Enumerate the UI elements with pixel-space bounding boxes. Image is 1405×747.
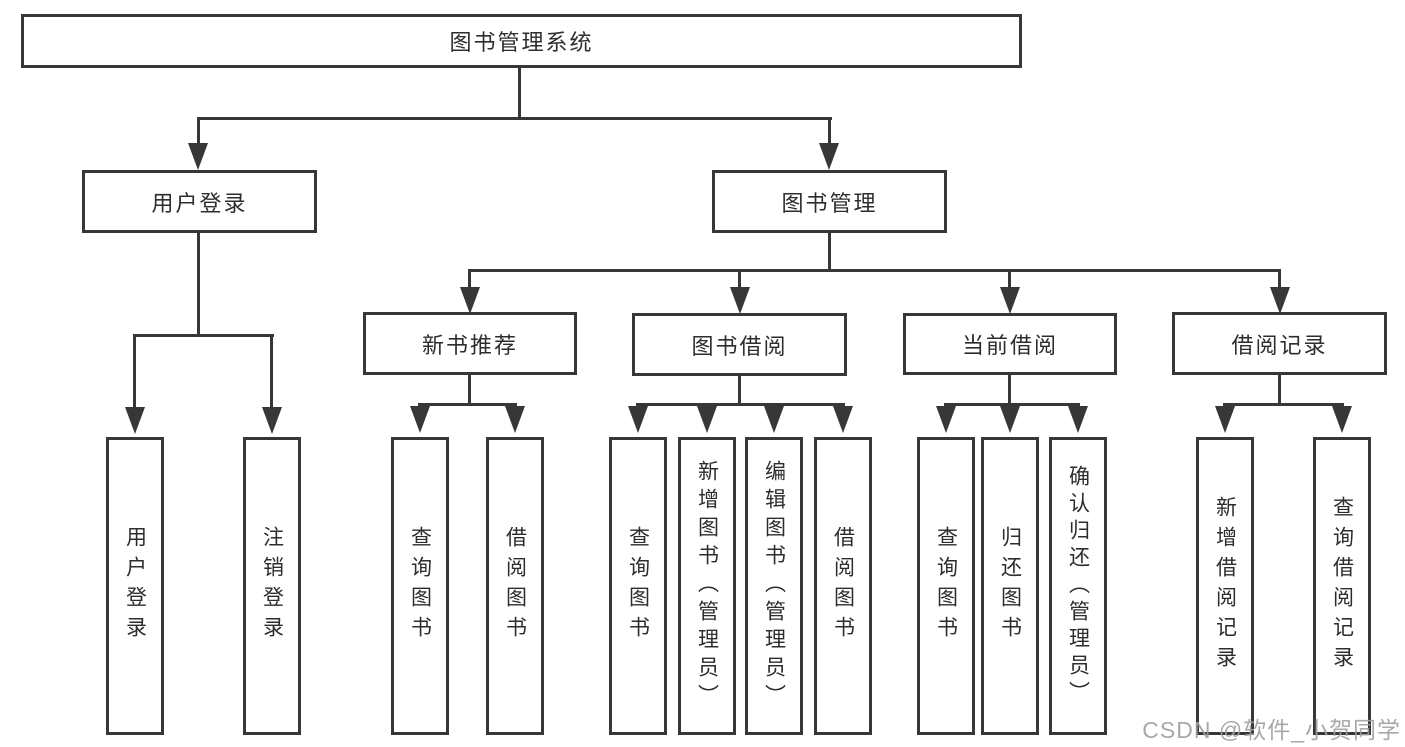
connector-book-mgmt-drop [828,233,831,272]
arrowhead-rec-query-icon [410,406,430,433]
connector-book-borrow-bar [636,403,845,406]
arrowhead-bb-borrow-icon [833,406,853,433]
arrowhead-leaf-logout-icon [262,407,282,434]
connector-new-book-rec-drop [468,375,471,406]
connector-new-book-rec-stem [468,269,471,289]
arrowhead-borrow-record-icon [1270,287,1290,314]
connector-borrow-record-bar [1223,403,1344,406]
arrowhead-book-mgmt-icon [819,143,839,170]
connector-current-borrow-drop [1008,375,1011,406]
node-borrow-record: 借阅记录 [1172,312,1387,375]
node-leaf-bb-query: 查询图书 [609,437,667,735]
connector-book-mgmt-stem [828,117,831,145]
arrowhead-bb-add-icon [697,406,717,433]
node-leaf-logout-label: 注销登录 [260,526,284,646]
connector-book-borrow-stem [738,269,741,289]
arrowhead-bb-query-icon [628,406,648,433]
connector-new-book-rec-bar [418,403,517,406]
connector-level3-bar [469,269,1281,272]
node-leaf-cb-query: 查询图书 [917,437,975,735]
connector-leaf-logout-stem [270,334,273,409]
node-user-login-label: 用户登录 [151,190,248,216]
node-leaf-bb-edit: 编辑图书（管理员） [745,437,803,735]
node-root: 图书管理系统 [21,14,1022,68]
arrowhead-rec-borrow-icon [505,406,525,433]
node-leaf-bb-borrow-label: 借阅图书 [831,526,855,646]
connector-borrow-record-drop [1278,375,1281,406]
arrowhead-cb-return-icon [1000,406,1020,433]
node-leaf-cb-confirm-label: 确认归还（管理员） [1066,464,1090,708]
node-leaf-rec-borrow: 借阅图书 [486,437,544,735]
node-leaf-user-login: 用户登录 [106,437,164,735]
node-book-borrow-label: 图书借阅 [691,333,788,359]
connector-borrow-record-stem [1278,269,1281,289]
node-current-borrow: 当前借阅 [903,313,1117,375]
arrowhead-user-login-icon [188,143,208,170]
node-leaf-cb-query-label: 查询图书 [934,526,958,646]
csdn-watermark: CSDN @软件_小贺同学 [1142,717,1401,743]
node-root-label: 图书管理系统 [449,30,594,55]
node-new-book-rec: 新书推荐 [363,312,577,375]
node-book-mgmt: 图书管理 [712,170,947,233]
node-leaf-br-query: 查询借阅记录 [1313,437,1371,735]
node-borrow-record-label: 借阅记录 [1231,332,1328,358]
node-leaf-bb-edit-label: 编辑图书（管理员） [762,460,786,712]
node-leaf-cb-confirm: 确认归还（管理员） [1049,437,1107,735]
node-current-borrow-label: 当前借阅 [961,333,1058,358]
node-user-login: 用户登录 [82,170,317,233]
node-leaf-cb-return-label: 归还图书 [998,526,1022,646]
node-leaf-bb-add-label: 新增图书（管理员） [695,460,719,712]
arrowhead-br-query-icon [1332,406,1352,433]
node-new-book-rec-label: 新书推荐 [421,332,518,358]
connector-level2-bar [197,117,832,120]
node-leaf-rec-borrow-label: 借阅图书 [503,526,527,646]
node-leaf-bb-query-label: 查询图书 [626,526,650,646]
arrowhead-br-add-icon [1215,406,1235,433]
node-leaf-rec-query: 查询图书 [391,437,449,735]
node-leaf-br-add-label: 新增借阅记录 [1213,496,1237,676]
node-leaf-br-query-label: 查询借阅记录 [1330,496,1354,676]
node-leaf-user-login-label: 用户登录 [123,526,147,646]
arrowhead-cb-query-icon [936,406,956,433]
node-book-borrow: 图书借阅 [632,313,847,376]
arrowhead-book-borrow-icon [730,287,750,314]
connector-user-login-bar [133,334,274,337]
connector-current-borrow-stem [1008,269,1011,289]
arrowhead-current-borrow-icon [1000,287,1020,314]
connector-root-drop [518,68,521,120]
connector-user-login-stem [197,117,200,145]
node-book-mgmt-label: 图书管理 [781,190,878,216]
arrowhead-cb-confirm-icon [1068,406,1088,433]
arrowhead-new-book-rec-icon [460,287,480,314]
node-leaf-bb-add: 新增图书（管理员） [678,437,736,735]
node-leaf-rec-query-label: 查询图书 [408,526,432,646]
node-leaf-bb-borrow: 借阅图书 [814,437,872,735]
connector-current-borrow-bar [944,403,1080,406]
arrowhead-bb-edit-icon [764,406,784,433]
connector-user-login-drop [197,233,200,337]
node-leaf-logout: 注销登录 [243,437,301,735]
connector-leaf-user-login-stem [133,334,136,409]
node-leaf-cb-return: 归还图书 [981,437,1039,735]
arrowhead-leaf-user-login-icon [125,407,145,434]
connector-book-borrow-drop [738,376,741,406]
node-leaf-br-add: 新增借阅记录 [1196,437,1254,735]
